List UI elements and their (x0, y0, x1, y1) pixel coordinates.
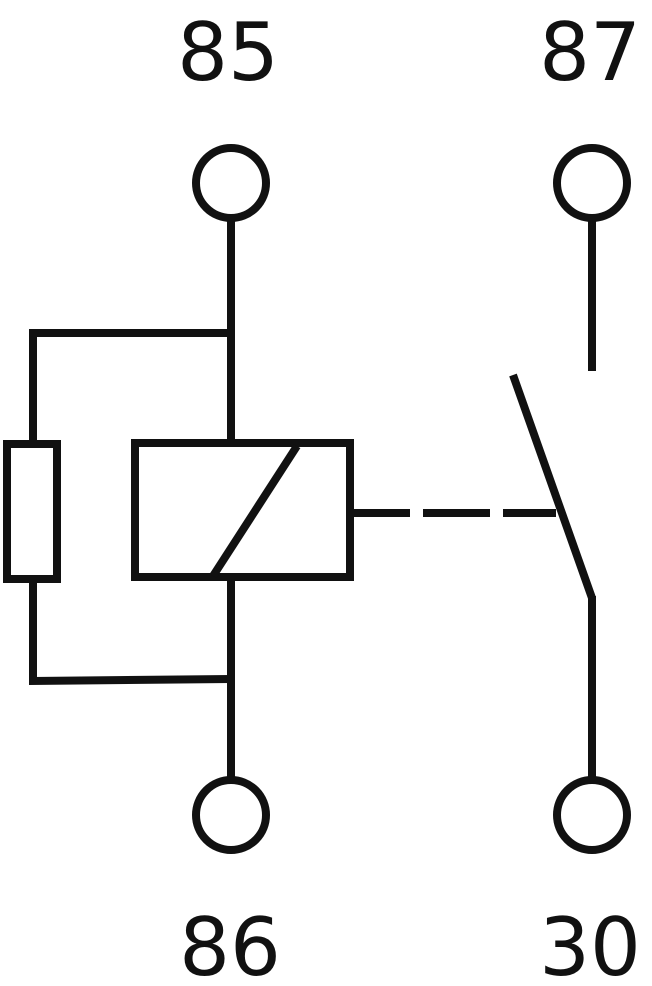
relay-coil-box (131, 439, 354, 581)
terminal-86 (192, 776, 270, 854)
diode-branch-bottom-wire (29, 580, 232, 686)
switch-arm (509, 373, 596, 600)
terminal-85 (192, 144, 270, 222)
pin-86-label: 86 (179, 901, 281, 986)
relay-coil-diagonal (209, 443, 301, 579)
pin-87-label: 87 (539, 6, 641, 99)
terminal-87 (553, 144, 631, 222)
pin-30-label: 30 (539, 901, 641, 986)
diode-element (3, 440, 61, 583)
pin-85-label: 85 (177, 6, 279, 99)
terminal-30 (553, 776, 631, 854)
diode-branch-top-wire (29, 329, 231, 445)
